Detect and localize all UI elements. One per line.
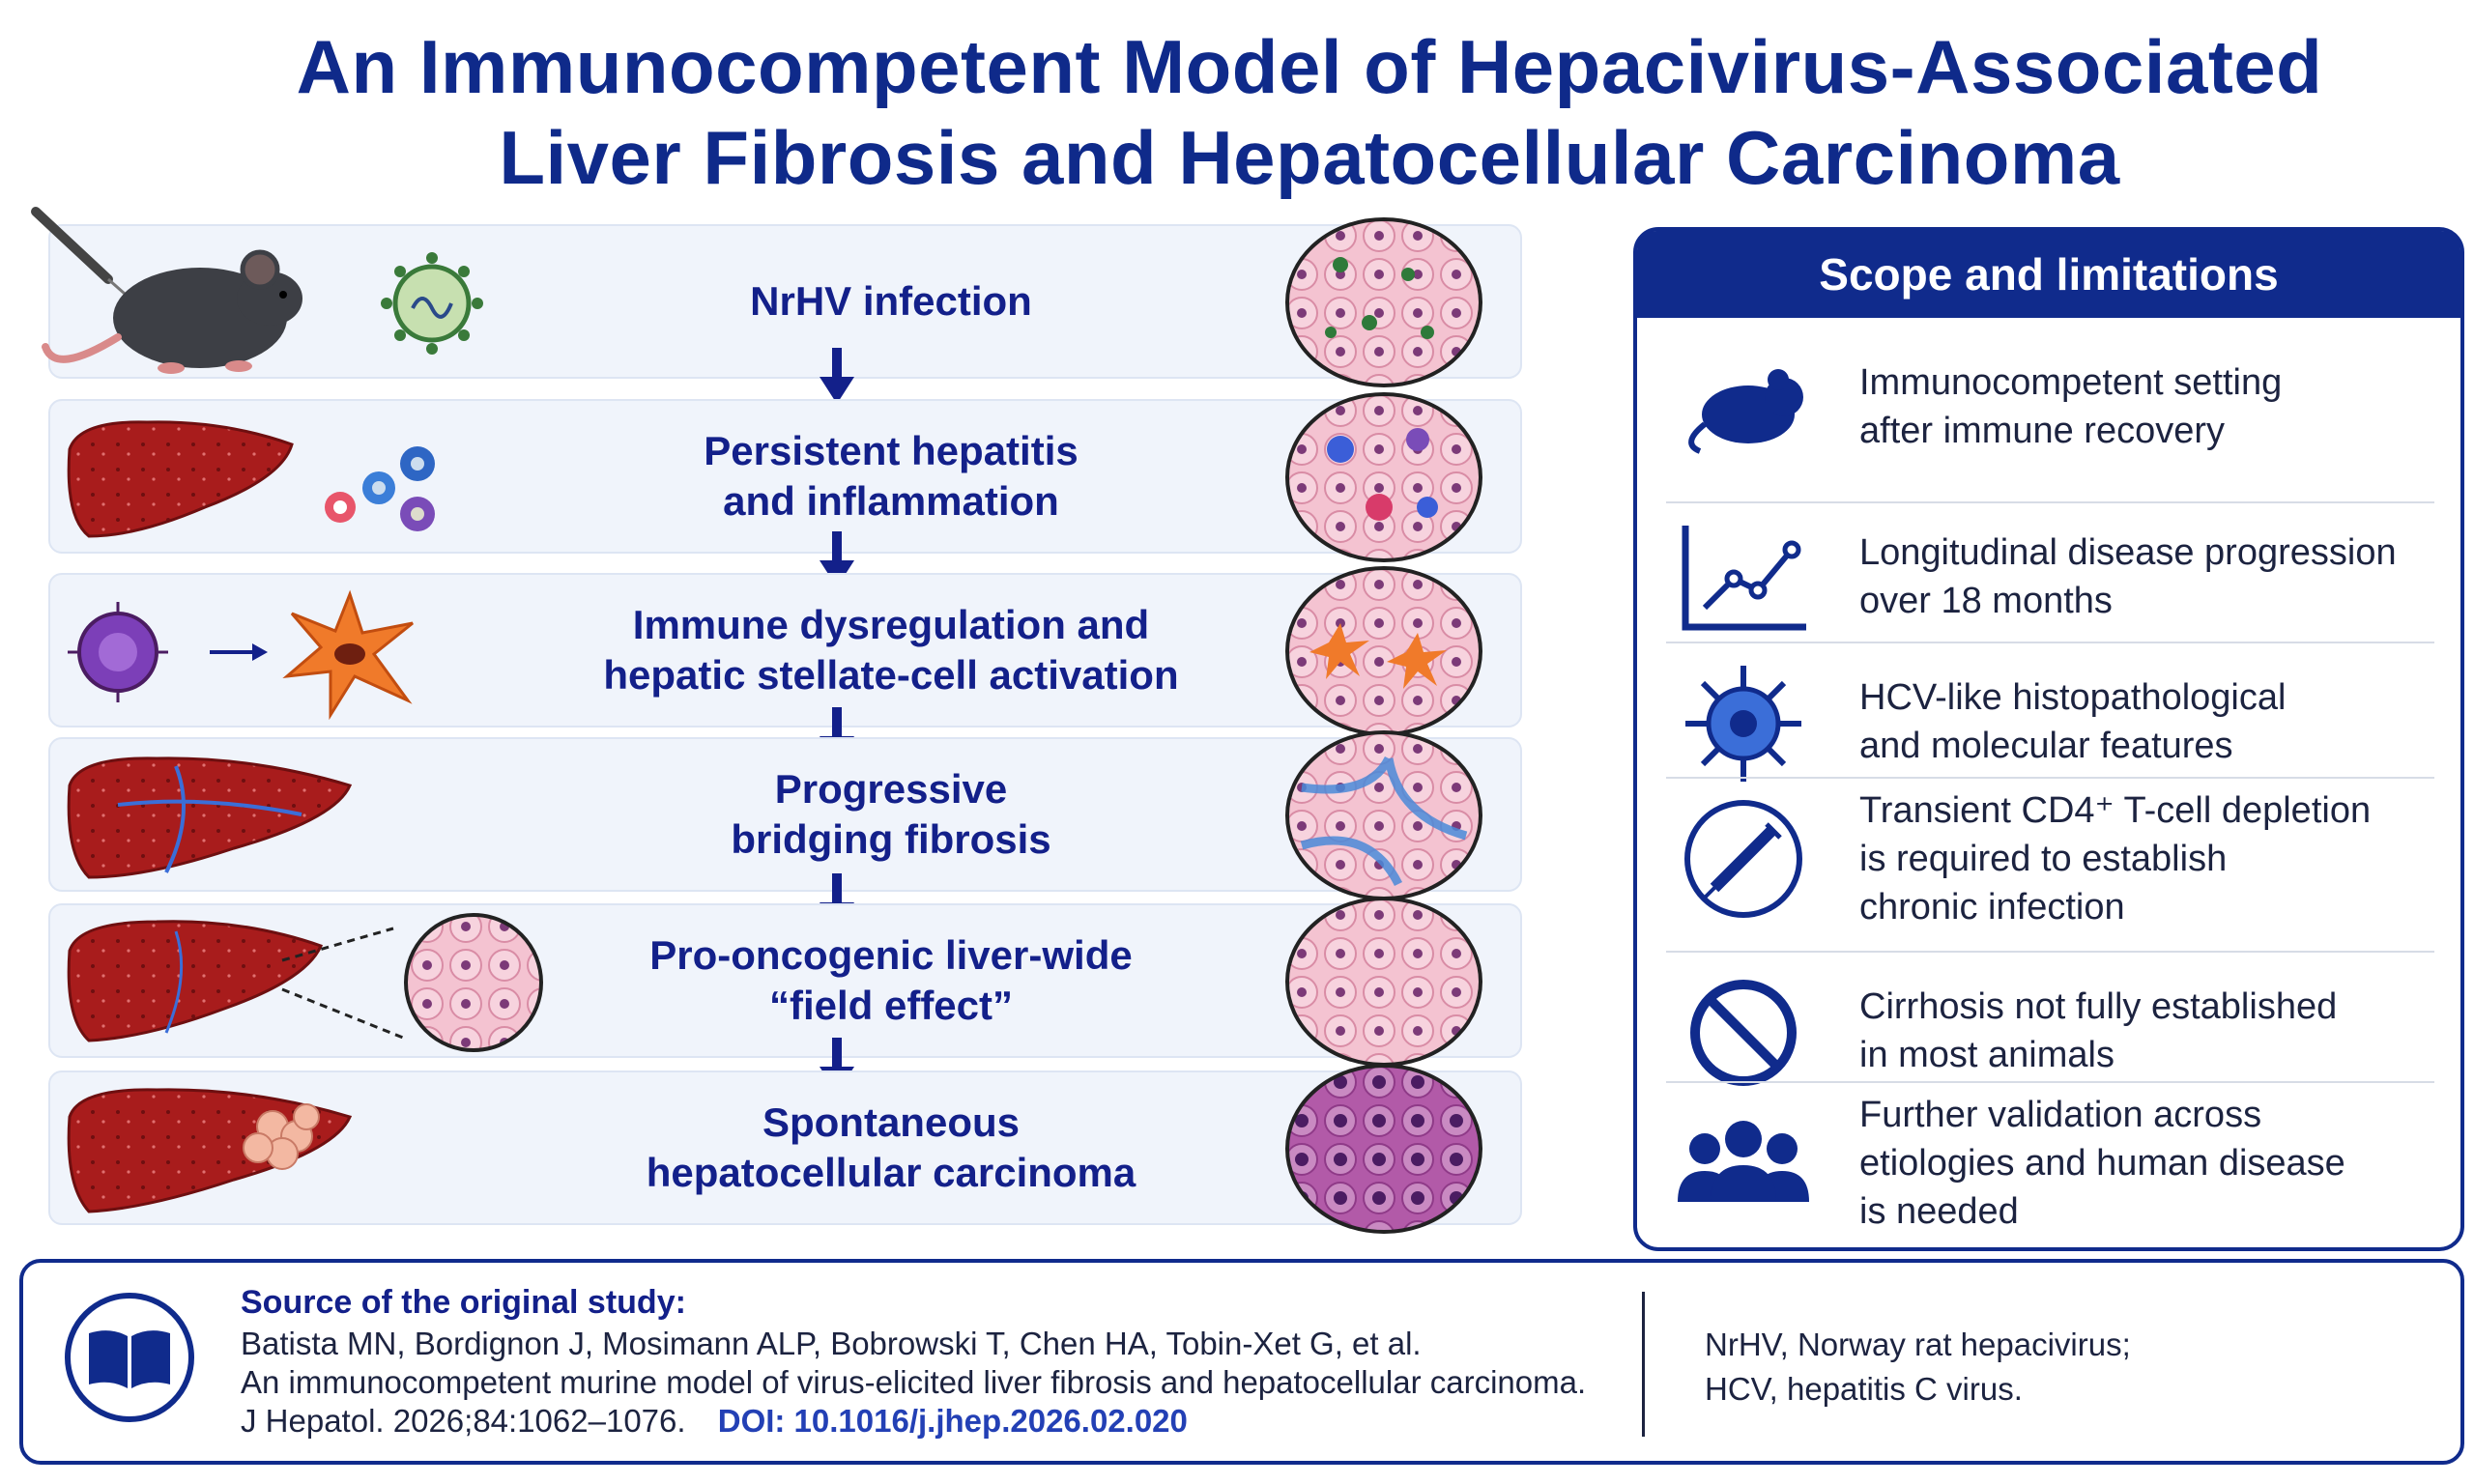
scope-item-text: Transient CD4⁺ T-cell depletion is requi… [1859, 790, 2372, 928]
abbreviation-line-1: NrHV, Norway rat hepacivirus; [1705, 1327, 2131, 1362]
flow-step-field-effect: Pro-oncogenic liver-wide “field effect” [48, 897, 1522, 1067]
scope-item-text: Cirrhosis not fully established in most … [1859, 986, 2338, 1075]
scope-item: HCV-like histopathological and molecular… [1666, 656, 2434, 791]
step-label: Progressive bridging fibrosis [591, 764, 1191, 865]
histology-hcc-icon [1285, 1064, 1482, 1234]
source-box: Source of the original study: Batista MN… [19, 1259, 2464, 1465]
histology-infected-icon [1285, 217, 1482, 387]
liver-tumor-icon [67, 1088, 353, 1213]
lymphocyte-icon [68, 602, 168, 702]
scope-panel-title: Scope and limitations [1819, 249, 2279, 300]
step-label-line-1: Pro-oncogenic liver-wide [649, 932, 1133, 978]
scope-item: Cirrhosis not fully established in most … [1666, 965, 2434, 1100]
flow-step-hepatitis: Persistent hepatitis and inflammation [48, 392, 1522, 562]
scope-item-text: Immunocompetent setting after immune rec… [1859, 362, 2283, 451]
fibrotic-liver-icon [67, 756, 353, 879]
page-title: An Immunocompetent Model of Hepacivirus-… [145, 21, 2474, 203]
immune-cells-icon [325, 446, 435, 531]
step-label-line-2: bridging fibrosis [731, 816, 1051, 862]
step-label: Pro-oncogenic liver-wide “field effect” [591, 930, 1191, 1031]
divider [1666, 1081, 2434, 1083]
flow-step-fibrosis: Progressive bridging fibrosis [48, 730, 1522, 900]
divider [1666, 951, 2434, 953]
scope-item-text: Further validation across etiologies and… [1859, 1095, 2345, 1232]
histology-stellate-icon [1285, 566, 1482, 736]
prohibited-icon [1690, 980, 1797, 1086]
vertical-divider [1642, 1292, 1645, 1437]
scope-panel: Scope and limitations Immunocompetent se… [1633, 227, 2464, 1251]
step-label-line-1: NrHV infection [750, 278, 1032, 324]
flow-step-hcc: Spontaneous hepatocellular carcinoma [48, 1064, 1522, 1234]
step-label: Spontaneous hepatocellular carcinoma [591, 1098, 1191, 1198]
liver-with-magnifier-icon [67, 913, 543, 1052]
divider [1666, 642, 2434, 643]
step-label-line-1: Spontaneous [762, 1099, 1020, 1145]
syringe-icon [1684, 800, 1802, 918]
source-citation: J Hepatol. 2026;84:1062–1076. DOI: 10.10… [241, 1401, 1188, 1441]
source-doi-link[interactable]: DOI: 10.1016/j.jhep.2026.02.020 [717, 1403, 1188, 1439]
abbreviations: NrHV, Norway rat hepacivirus; HCV, hepat… [1705, 1323, 2131, 1412]
abbreviation-line-2: HCV, hepatitis C virus. [1705, 1371, 2023, 1407]
scope-panel-header: Scope and limitations [1637, 231, 2460, 318]
source-heading: Source of the original study: [241, 1284, 686, 1321]
liver-icon [67, 420, 294, 538]
stellate-cell-icon [282, 589, 414, 720]
step-label-line-2: hepatic stellate-cell activation [603, 652, 1179, 698]
flow-arrow [820, 348, 854, 404]
title-line-2: Liver Fibrosis and Hepatocellular Carcin… [499, 115, 2120, 200]
scope-item-text: Longitudinal disease progression over 18… [1859, 532, 2397, 621]
step-label-line-1: Persistent hepatitis [704, 428, 1079, 473]
mouse-injection-icon [31, 207, 302, 374]
scope-item: Longitudinal disease progression over 18… [1666, 511, 2434, 646]
step-label-line-2: hepatocellular carcinoma [646, 1150, 1136, 1195]
step-label: Immune dysregulation and hepatic stellat… [591, 600, 1191, 700]
histology-inflammation-icon [1285, 392, 1482, 562]
flow-step-infection: NrHV infection [31, 207, 1522, 387]
step-label: Persistent hepatitis and inflammation [591, 426, 1191, 527]
source-article-title: An immunocompetent murine model of virus… [241, 1364, 1587, 1400]
virus-particle-icon [381, 252, 483, 355]
scope-item-text: HCV-like histopathological and molecular… [1859, 677, 2287, 766]
flow-step-dysregulation: Immune dysregulation and hepatic stellat… [48, 566, 1522, 736]
step-label-line-1: Immune dysregulation and [632, 602, 1150, 647]
divider [1666, 501, 2434, 503]
people-icon [1678, 1121, 1809, 1202]
source-journal: J Hepatol. 2026;84:1062–1076. [241, 1403, 686, 1439]
source-authors: Batista MN, Bordignon J, Mosimann ALP, B… [241, 1326, 1422, 1361]
mouse-icon [1688, 369, 1803, 454]
histology-field-effect-icon [1285, 897, 1482, 1067]
scope-item: Transient CD4⁺ T-cell depletion is requi… [1666, 790, 2434, 936]
scope-item: Immunocompetent setting after immune rec… [1666, 337, 2434, 472]
line-chart-icon [1682, 526, 1806, 631]
step-label-line-1: Progressive [774, 766, 1008, 812]
histology-fibrosis-icon [1285, 730, 1482, 900]
step-label-line-2: “field effect” [768, 983, 1014, 1028]
step-label: NrHV infection [591, 276, 1191, 327]
book-icon [65, 1293, 194, 1422]
title-line-1: An Immunocompetent Model of Hepacivirus-… [296, 24, 2323, 109]
virus-icon [1685, 666, 1801, 782]
scope-item: Further validation across etiologies and… [1666, 1095, 2434, 1241]
divider [1666, 777, 2434, 779]
arrow-right-icon [210, 643, 268, 661]
step-label-line-2: and inflammation [723, 478, 1059, 524]
